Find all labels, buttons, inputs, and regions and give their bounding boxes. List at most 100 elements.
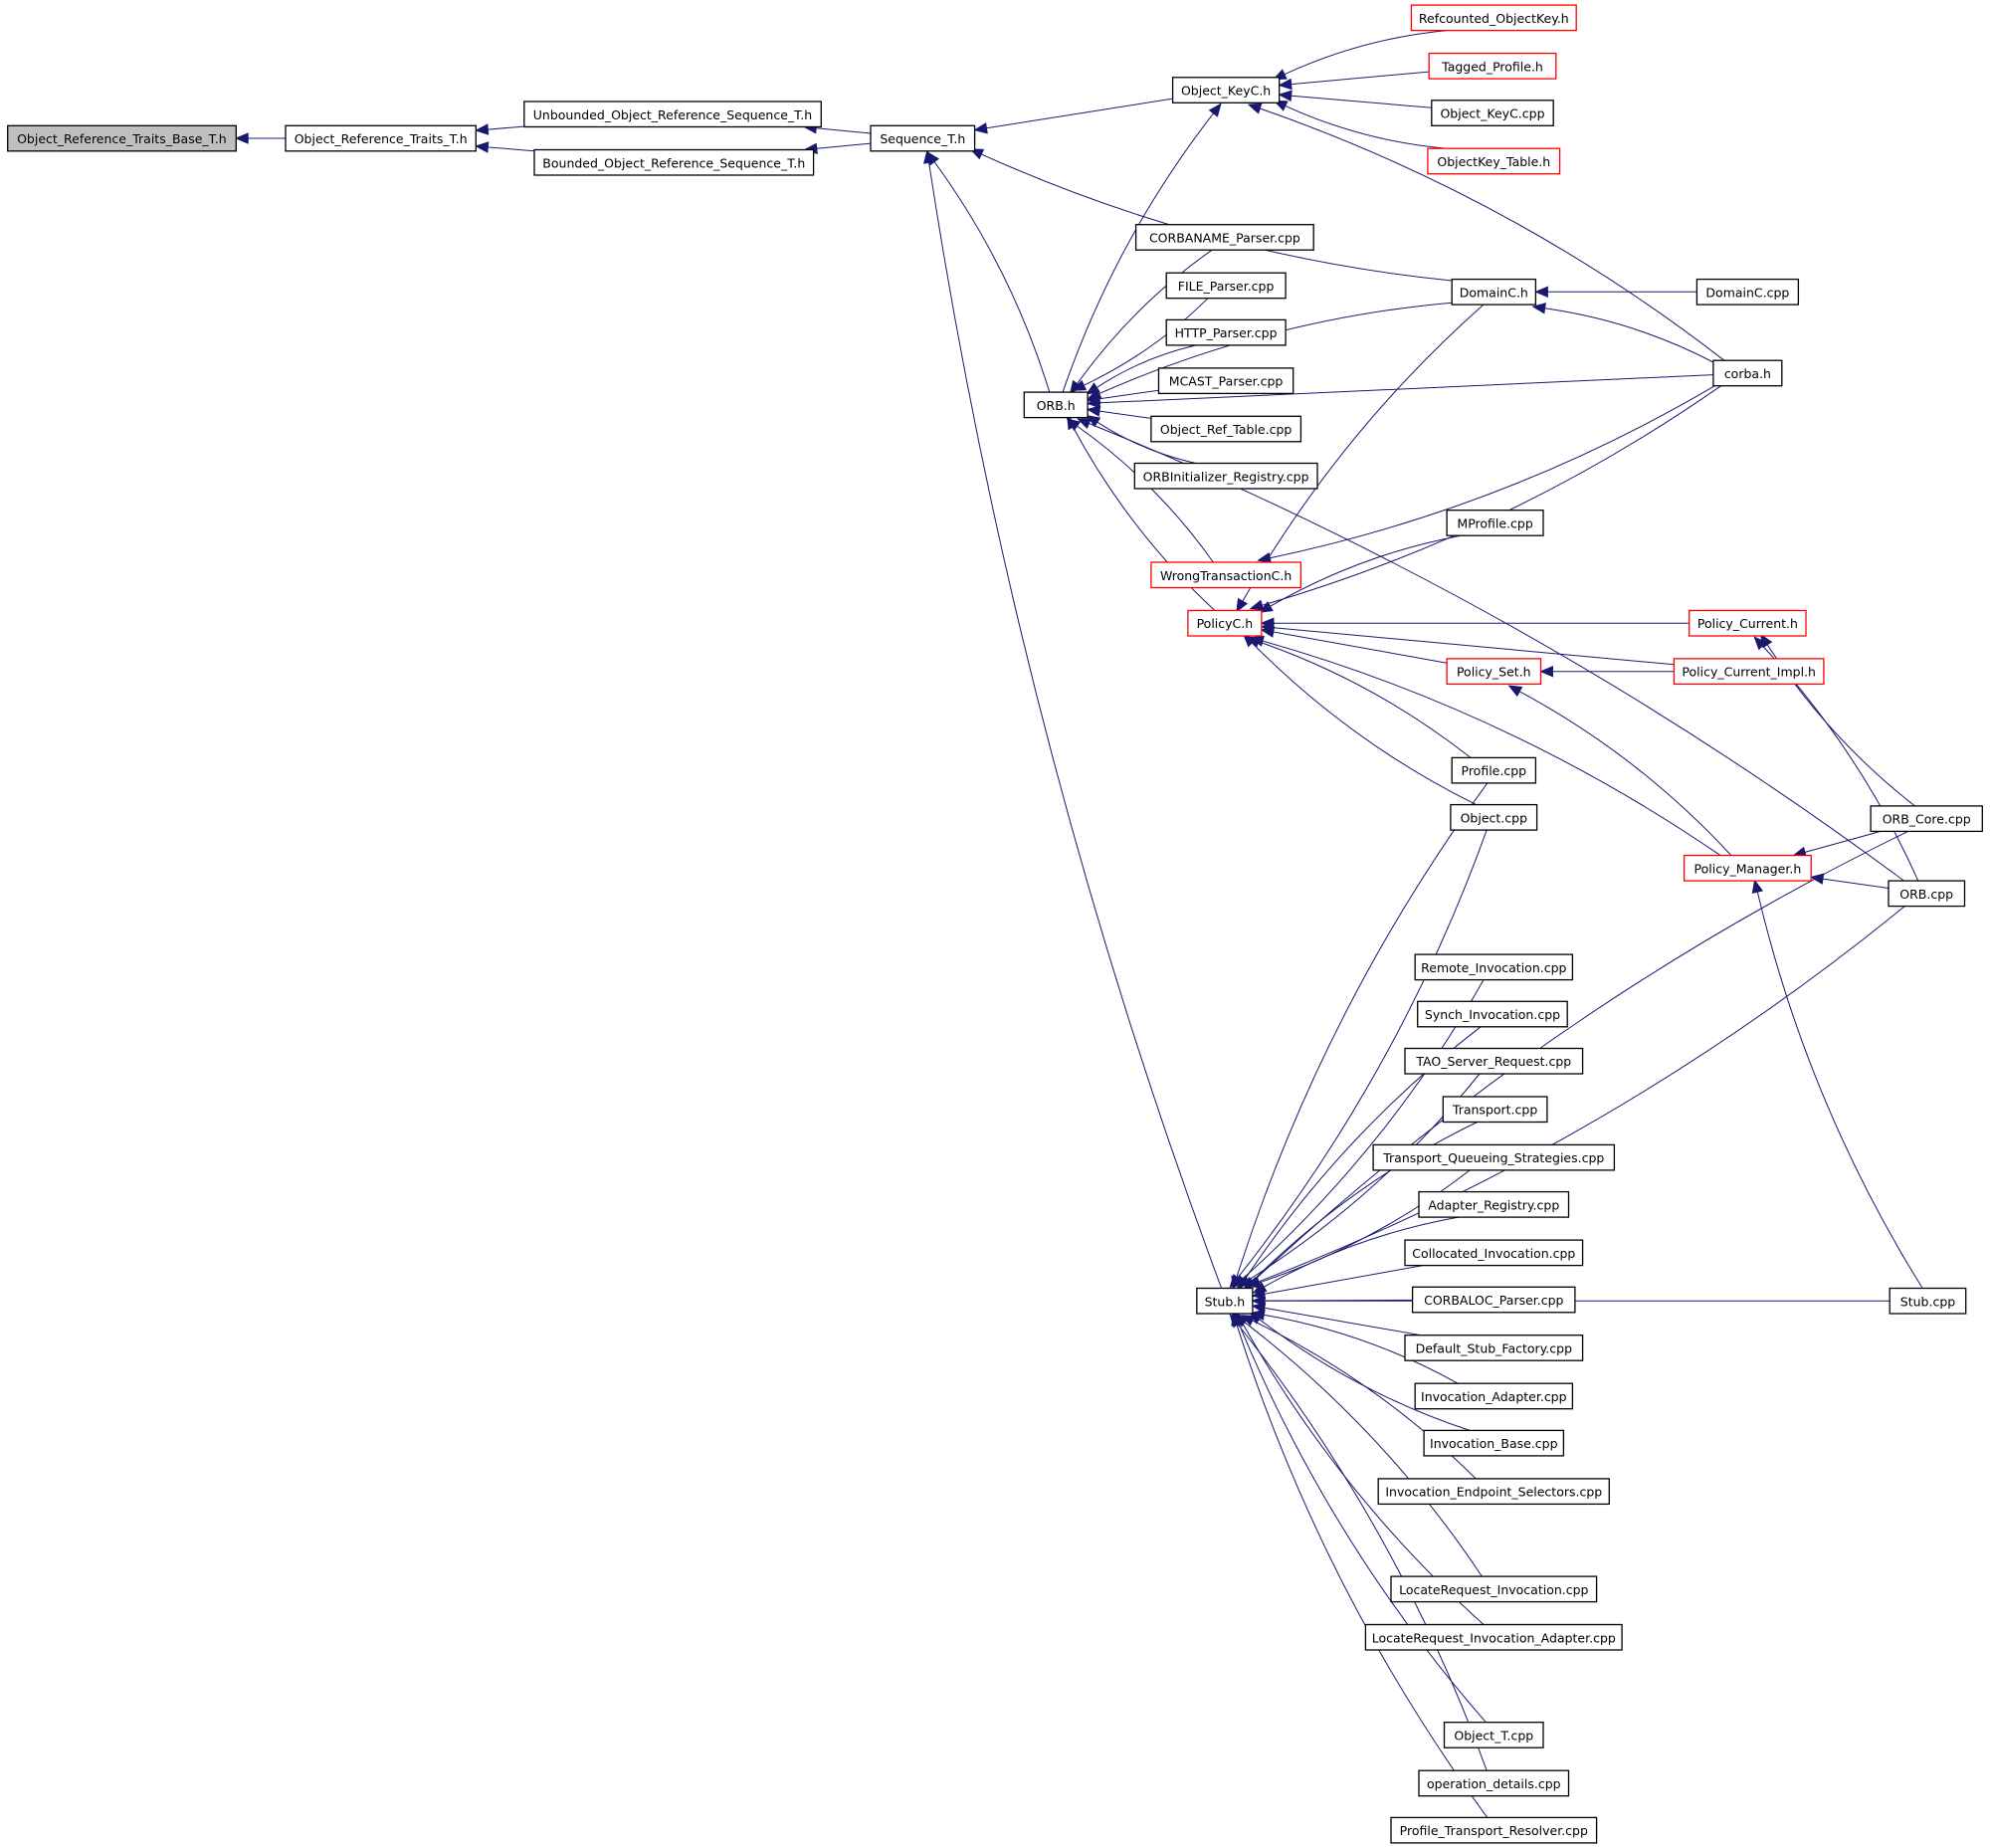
arrowhead-uors-to-ort: [475, 123, 490, 135]
node-mpr[interactable]: MProfile.cpp: [1446, 510, 1544, 536]
node-dsf[interactable]: Default_Stub_Factory.cpp: [1404, 1335, 1584, 1361]
edge-dch-to-pch: [1242, 304, 1485, 602]
node-pch[interactable]: PolicyC.h: [1187, 609, 1263, 637]
arrowhead-orbc-to-pcur: [1753, 636, 1767, 651]
node-wtc[interactable]: WrongTransactionC.h: [1150, 561, 1302, 589]
node-label: CORBALOC_Parser.cpp: [1424, 1293, 1563, 1308]
node-okt[interactable]: ObjectKey_Table.h: [1427, 147, 1561, 175]
node-stubc[interactable]: Stub.cpp: [1889, 1287, 1967, 1315]
node-ri[interactable]: Remote_Invocation.cpp: [1414, 953, 1574, 981]
node-ia[interactable]: Invocation_Adapter.cpp: [1414, 1382, 1574, 1410]
node-corba[interactable]: corba.h: [1712, 359, 1783, 387]
node-label: Refcounted_ObjectKey.h: [1419, 11, 1569, 26]
arrowhead-corba-to-wtc: [1257, 551, 1272, 564]
node-pset[interactable]: Policy_Set.h: [1446, 658, 1542, 686]
arrowhead-mpr-to-pch: [1258, 601, 1274, 613]
node-okc[interactable]: Object_KeyC.cpp: [1431, 100, 1554, 126]
edge-stubc-to-pman: [1756, 892, 1923, 1289]
node-si[interactable]: Synch_Invocation.cpp: [1417, 1000, 1568, 1028]
node-fp[interactable]: FILE_Parser.cpp: [1165, 272, 1287, 300]
node-orbcore[interactable]: ORB_Core.cpp: [1870, 805, 1983, 833]
node-ortb[interactable]: Object_Reference_Traits_Base_T.h: [7, 124, 237, 152]
node-rok[interactable]: Refcounted_ObjectKey.h: [1410, 4, 1577, 32]
node-box: [1673, 658, 1825, 686]
node-hp[interactable]: HTTP_Parser.cpp: [1165, 318, 1287, 346]
node-tr[interactable]: Transport.cpp: [1442, 1096, 1548, 1124]
node-label: Stub.cpp: [1900, 1294, 1955, 1309]
node-label: ORBInitializer_Registry.cpp: [1143, 469, 1309, 484]
node-ib[interactable]: Invocation_Base.cpp: [1423, 1429, 1565, 1457]
node-ies[interactable]: Invocation_Endpoint_Selectors.cpp: [1377, 1478, 1610, 1506]
node-label: ORB_Core.cpp: [1883, 812, 1971, 827]
node-otc[interactable]: Object_T.cpp: [1443, 1722, 1544, 1748]
node-pcur[interactable]: Policy_Current.h: [1689, 609, 1807, 637]
node-ort2[interactable]: Object_Ref_Table.cpp: [1150, 415, 1302, 443]
node-ort[interactable]: Object_Reference_Traits_T.h: [285, 124, 477, 152]
node-label: Synch_Invocation.cpp: [1425, 1007, 1560, 1022]
node-box: [1442, 1096, 1548, 1124]
node-pci[interactable]: Policy_Current_Impl.h: [1673, 658, 1825, 686]
edge-ort2-to-orbh: [1098, 410, 1151, 419]
arrowhead-pci-to-pch: [1260, 622, 1275, 634]
node-mp[interactable]: MCAST_Parser.cpp: [1157, 367, 1294, 395]
node-orbc[interactable]: ORB.cpp: [1888, 880, 1966, 908]
node-oir[interactable]: ORBInitializer_Registry.cpp: [1133, 462, 1318, 490]
edge-ptr-to-stubh: [1236, 1324, 1489, 1818]
edge-lri-to-stubh: [1244, 1322, 1483, 1577]
node-opd[interactable]: operation_details.cpp: [1418, 1769, 1570, 1797]
node-box: [1364, 1623, 1623, 1651]
node-ar[interactable]: Adapter_Registry.cpp: [1418, 1190, 1570, 1218]
node-label: Tagged_Profile.h: [1441, 59, 1543, 74]
node-tp[interactable]: Tagged_Profile.h: [1428, 52, 1557, 80]
arrowhead-pman-to-pch: [1250, 635, 1265, 647]
node-box: [1372, 1143, 1616, 1171]
node-box: [1450, 803, 1538, 831]
node-objc[interactable]: Object.cpp: [1450, 803, 1538, 831]
arrowhead-okh-to-seq: [973, 122, 988, 134]
arrowhead-dch-to-orbh: [1087, 388, 1102, 400]
node-box: [1150, 415, 1302, 443]
node-dch[interactable]: DomainC.h: [1451, 278, 1537, 306]
node-box: [1171, 77, 1281, 103]
node-okh[interactable]: Object_KeyC.h: [1171, 77, 1281, 103]
node-cnp[interactable]: CORBANAME_Parser.cpp: [1134, 224, 1314, 251]
node-label: Invocation_Adapter.cpp: [1421, 1389, 1567, 1404]
node-label: Invocation_Endpoint_Selectors.cpp: [1385, 1485, 1602, 1500]
node-clp[interactable]: CORBALOC_Parser.cpp: [1411, 1286, 1576, 1314]
node-dcc[interactable]: DomainC.cpp: [1695, 278, 1800, 306]
node-label: LocateRequest_Invocation_Adapter.cpp: [1372, 1630, 1616, 1645]
node-label: Policy_Set.h: [1457, 665, 1531, 680]
node-label: Transport.cpp: [1452, 1103, 1537, 1118]
node-label: Policy_Current.h: [1697, 616, 1798, 631]
edge-seq-to-bors: [816, 142, 872, 149]
node-box: [7, 124, 237, 152]
node-lria[interactable]: LocateRequest_Invocation_Adapter.cpp: [1364, 1623, 1623, 1651]
node-uors[interactable]: Unbounded_Object_Reference_Sequence_T.h: [523, 101, 822, 128]
node-prof[interactable]: Profile.cpp: [1451, 756, 1537, 784]
edge-orbcore-to-pman: [1804, 830, 1882, 853]
node-label: Bounded_Object_Reference_Sequence_T.h: [542, 155, 805, 170]
edge-corba-to-orbh: [1099, 374, 1713, 404]
node-box: [1133, 462, 1318, 490]
node-seq[interactable]: Sequence_T.h: [870, 124, 976, 152]
node-label: Object.cpp: [1461, 810, 1527, 825]
node-orbh[interactable]: ORB.h: [1023, 391, 1089, 419]
node-label: Policy_Current_Impl.h: [1682, 665, 1816, 680]
node-bors[interactable]: Bounded_Object_Reference_Sequence_T.h: [533, 148, 815, 176]
node-label: Remote_Invocation.cpp: [1421, 960, 1566, 975]
node-box: [1404, 1335, 1584, 1361]
edge-ia-to-stubh: [1264, 1314, 1459, 1384]
node-tsr[interactable]: TAO_Server_Request.cpp: [1404, 1047, 1584, 1075]
node-pman[interactable]: Policy_Manager.h: [1683, 854, 1812, 882]
node-label: corba.h: [1724, 366, 1771, 381]
node-lri[interactable]: LocateRequest_Invocation.cpp: [1390, 1575, 1598, 1603]
arrowhead-okc-to-okh: [1278, 90, 1293, 102]
node-ptr[interactable]: Profile_Transport_Resolver.cpp: [1390, 1816, 1598, 1844]
node-tqs[interactable]: Transport_Queueing_Strategies.cpp: [1372, 1143, 1616, 1171]
node-box: [1023, 391, 1089, 419]
arrowhead-pch-to-orbh: [1067, 415, 1079, 431]
node-stubh[interactable]: Stub.h: [1196, 1287, 1254, 1315]
node-ci[interactable]: Collocated_Invocation.cpp: [1404, 1239, 1584, 1267]
edges-layer: [234, 30, 1923, 1818]
node-box: [1157, 367, 1294, 395]
